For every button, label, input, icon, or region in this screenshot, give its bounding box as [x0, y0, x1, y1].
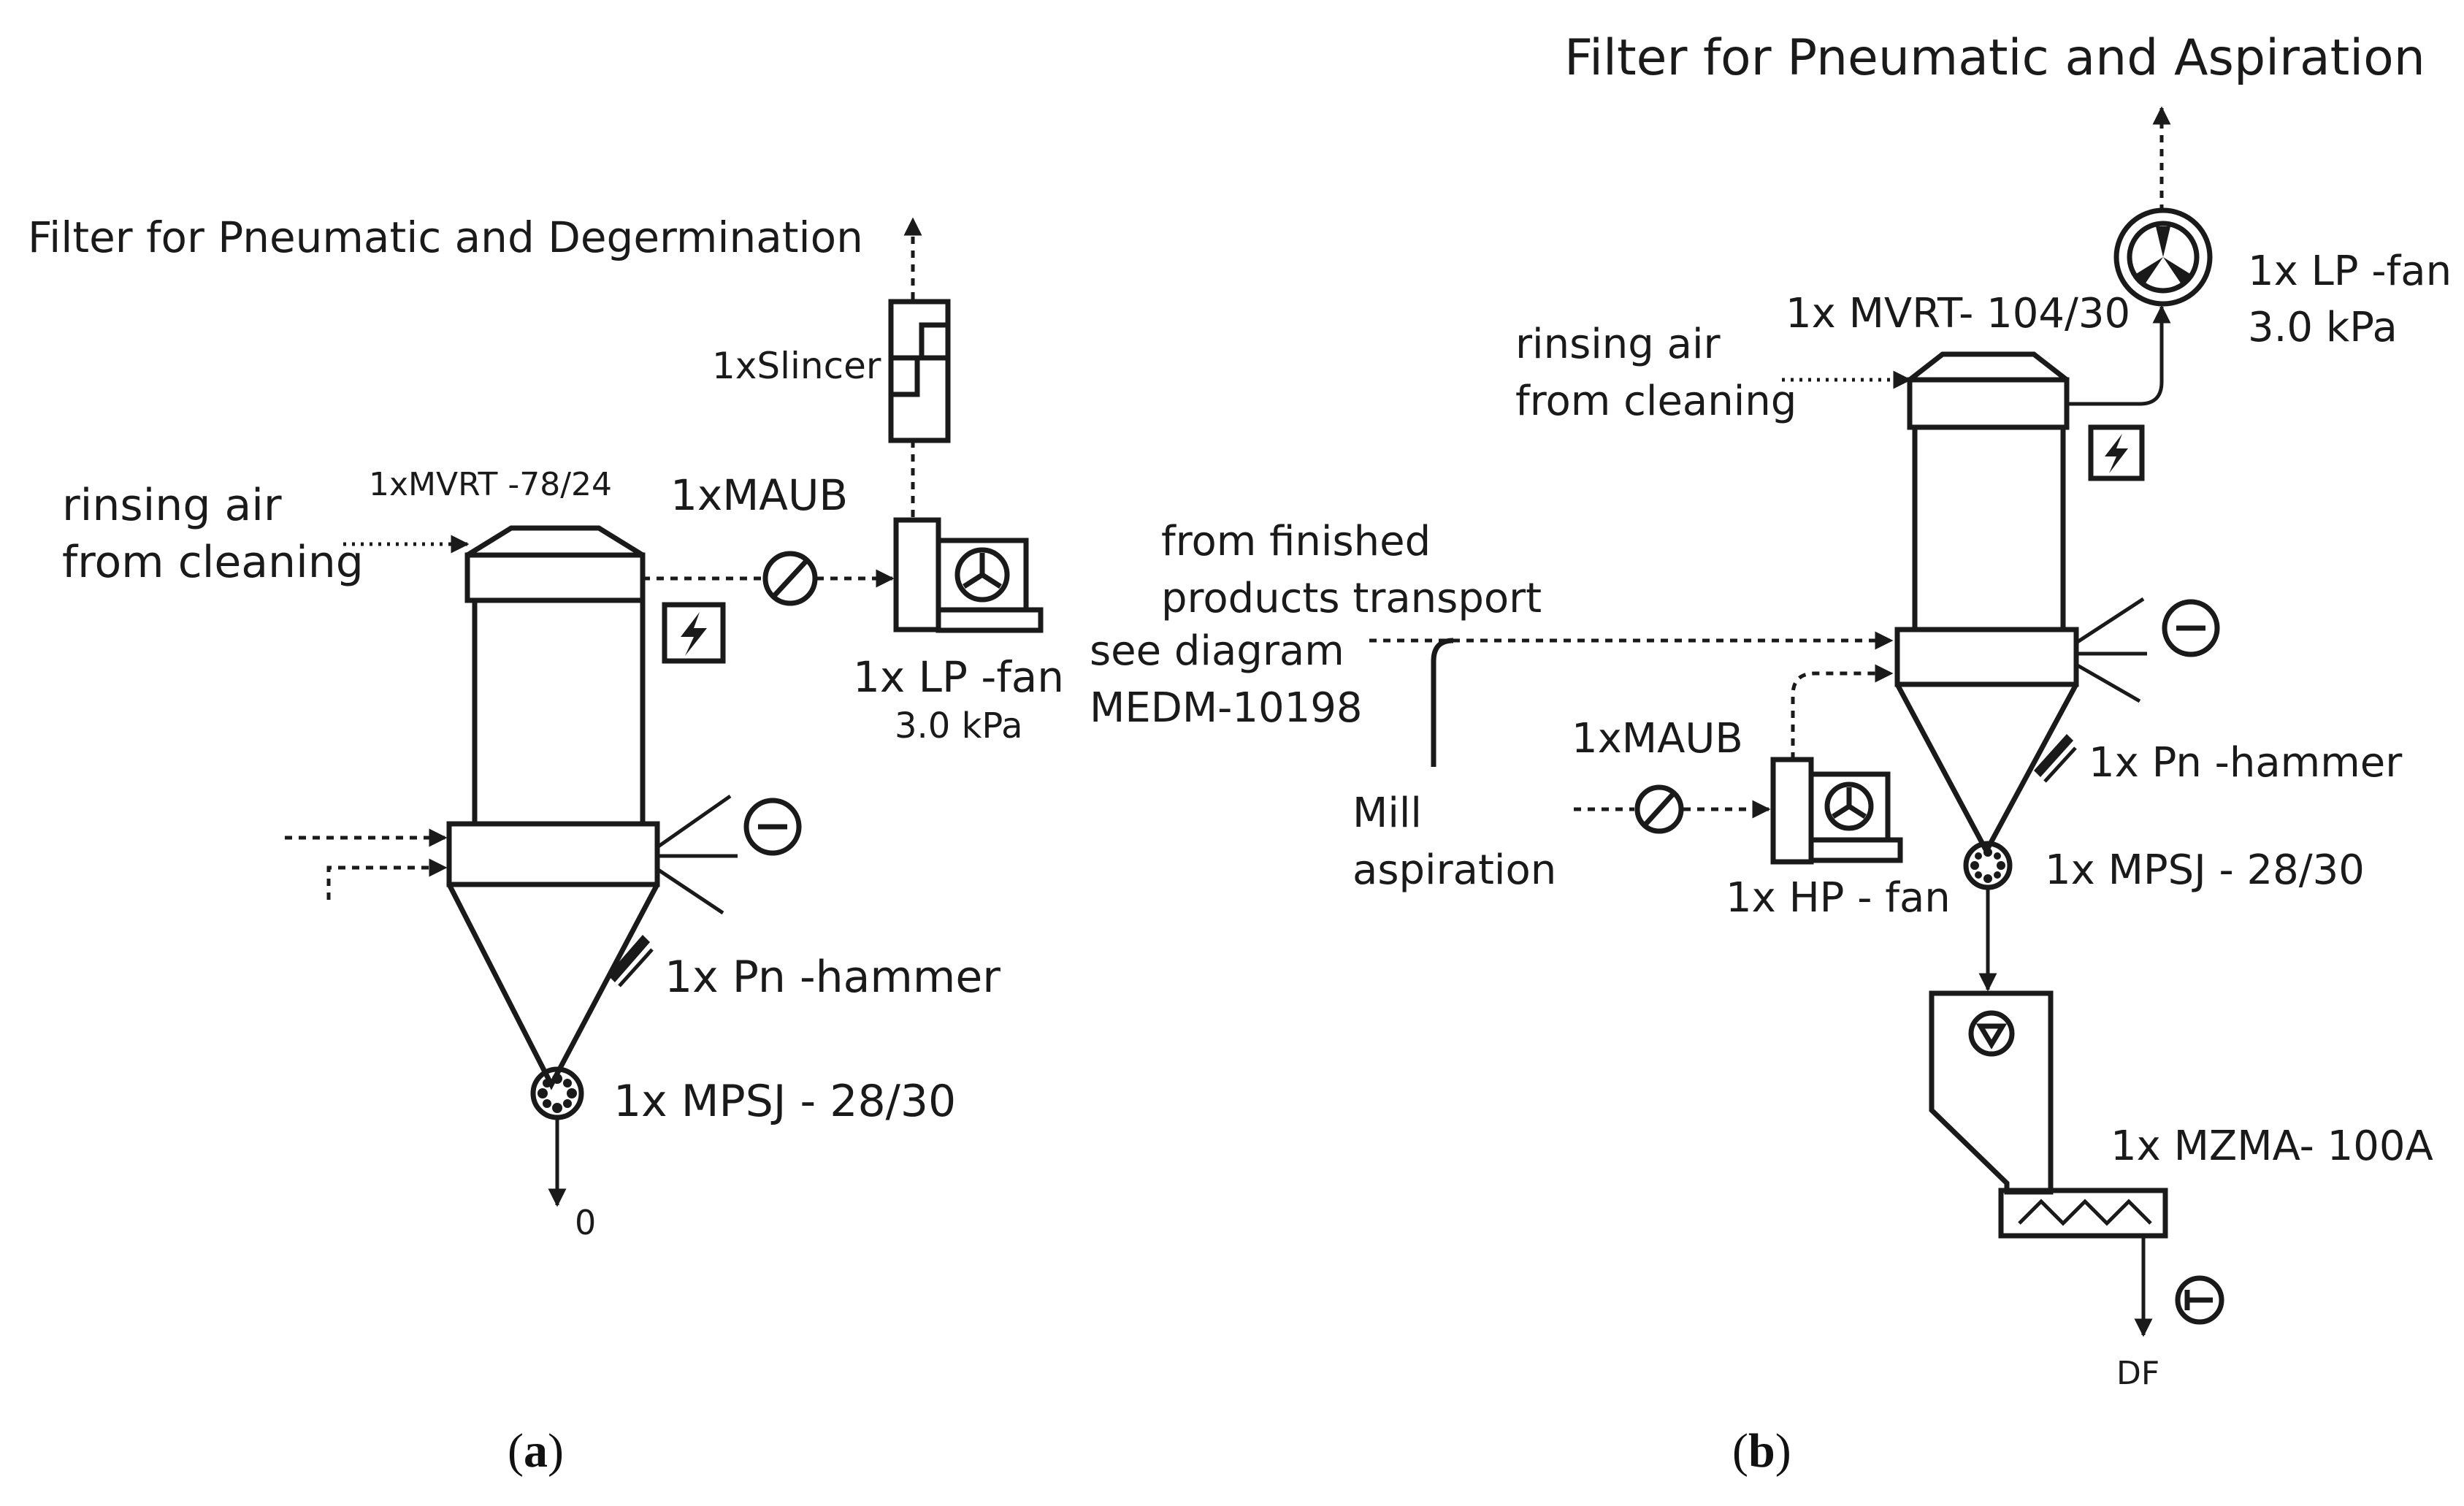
panel-b-hammer-icon [2034, 734, 2077, 783]
panel-a-spray-nozzle-icon [656, 794, 738, 915]
caption-b: (b) [1732, 1424, 1791, 1478]
panel-a-fan-label: 1x LP -fan [853, 652, 1064, 702]
panel-a-title: Filter for Pneumatic and Degermination [28, 213, 863, 262]
panel-a-rinsing-air-2: from cleaning [62, 537, 364, 588]
mill-line1: Mill [1352, 790, 1422, 837]
panel-a-filter [446, 525, 660, 1090]
hp-fan-to-filter-line [1791, 664, 1894, 760]
panel-a-rinsing-air-1: rinsing air [62, 480, 282, 531]
panel-b-outlet-label: DF [2116, 1355, 2159, 1392]
caption-a: (a) [508, 1424, 564, 1478]
panel-b-filter-to-fan-line [2067, 305, 2171, 406]
lp-fan-icon [893, 517, 1044, 633]
panel-b-title: Filter for Pneumatic and Aspiration [1564, 29, 2425, 87]
panel-b-outlet-sensor-icon [2175, 1275, 2224, 1325]
panel-b-maub-valve-icon [1634, 784, 1684, 834]
panel-a-valve-label: 1x MPSJ - 28/30 [613, 1076, 956, 1127]
panel-a-maub-label: 1xMAUB [670, 470, 848, 520]
mill-aspiration-line [1431, 638, 1454, 767]
from-finished-line2: products transport [1161, 575, 1542, 622]
panel-a-rotary-valve-icon [530, 1066, 584, 1120]
panel-a-lightning-icon [662, 602, 726, 664]
panel-a-hammer-icon [608, 935, 654, 987]
panel-b-fan-pressure: 3.0 kPa [2248, 304, 2398, 351]
panel-b-hammer-label: 1x Pn -hammer [2089, 739, 2403, 787]
see-diagram-line2: MEDM-10198 [1090, 684, 1363, 732]
panel-b-hp-fan-label: 1x HP - fan [1726, 874, 1951, 922]
panel-b: Filter for Pneumatic and Aspiration 1x L… [1515, 29, 2452, 1478]
panel-b-fan-label: 1x LP -fan [2248, 248, 2452, 295]
panel-a: Filter for Pneumatic and Degermination 1… [28, 213, 1064, 1478]
panel-a-hammer-label: 1x Pn -hammer [665, 952, 1000, 1003]
panel-b-lightning-icon [2088, 424, 2145, 481]
from-finished-line1: from finished [1161, 518, 1431, 565]
mill-line2: aspiration [1352, 846, 1556, 894]
silencer-icon [888, 299, 951, 443]
panel-b-spray-nozzle-icon [2075, 597, 2147, 703]
panel-a-sensor-icon [743, 798, 802, 856]
panel-b-filter-label: 1x MVRT- 104/30 [1786, 290, 2130, 337]
maub-valve-icon [762, 551, 818, 606]
panel-a-fan-pressure: 3.0 kPa [895, 706, 1023, 746]
panel-b-valve-label: 1x MPSJ - 28/30 [2045, 846, 2365, 894]
hp-fan-icon [1770, 757, 1903, 865]
center-labels: from finished products transport see dia… [1090, 518, 1894, 894]
panel-b-rinsing-air-2: from cleaning [1515, 378, 1797, 425]
panel-b-rotary-valve-icon [1963, 841, 2013, 890]
mixer-icon [1929, 990, 2168, 1239]
panel-b-maub-label: 1xMAUB [1572, 715, 1743, 762]
panel-b-rinsing-air-1: rinsing air [1515, 321, 1721, 368]
panel-a-inlet-2 [326, 858, 448, 900]
panel-a-filter-label: 1xMVRT -78/24 [369, 466, 612, 503]
panel-b-mixer-label: 1x MZMA- 100A [2111, 1123, 2433, 1170]
panel-b-sensor-icon [2162, 599, 2220, 657]
see-diagram-line1: see diagram [1090, 627, 1344, 675]
panel-a-outlet-label: 0 [575, 1203, 596, 1242]
silencer-label: 1xSlincer [712, 345, 881, 387]
panel-b-lp-fan-icon [2113, 207, 2213, 307]
